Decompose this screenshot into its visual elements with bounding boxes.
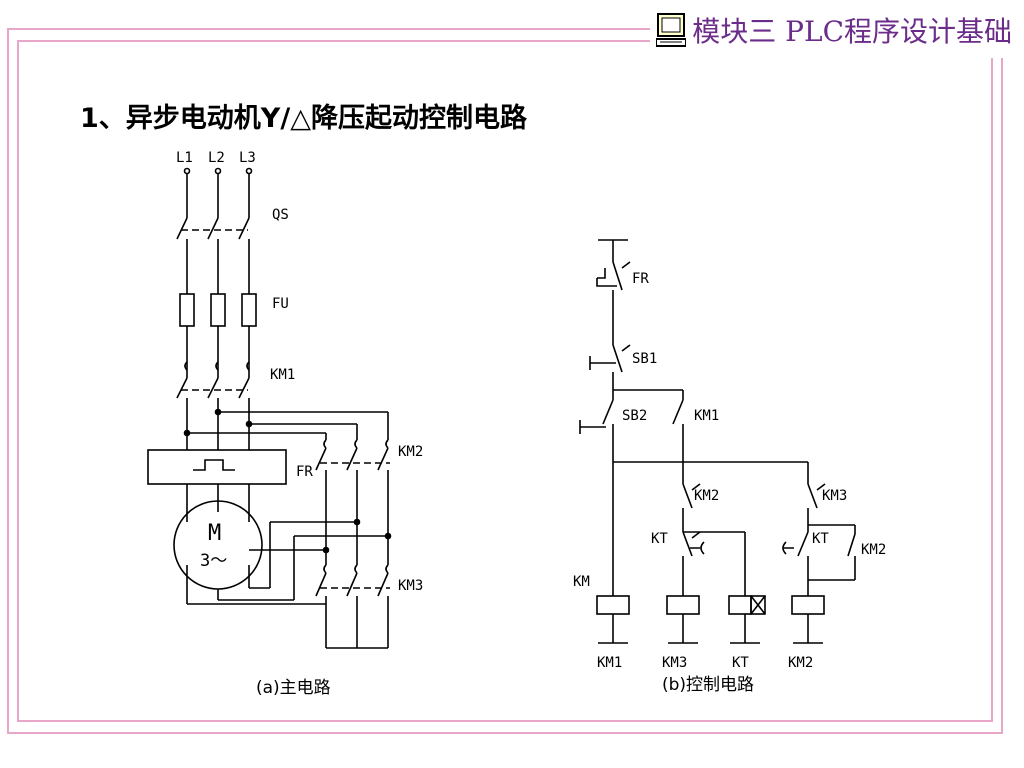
km2-hold-label: KM2	[861, 542, 886, 558]
kt-label-1: KT	[651, 531, 668, 547]
motor-phase: 3～	[200, 551, 227, 571]
coil-label-kt: KT	[732, 655, 749, 671]
main-circuit-caption: (a)主电路	[256, 678, 331, 698]
slide-outer-border	[7, 28, 1003, 734]
module-header: 模块三 PLC程序设计基础	[650, 2, 1012, 58]
motor-letter: M	[208, 521, 221, 546]
sb1-label: SB1	[632, 351, 657, 367]
ctrl-fr-label: FR	[632, 271, 649, 287]
slide-inner-border	[17, 40, 993, 722]
fu-label: FU	[272, 296, 289, 312]
kt-label-2: KT	[812, 531, 829, 547]
module-title: 模块三 PLC程序设计基础	[692, 15, 1012, 48]
km-left-label: KM	[573, 574, 590, 590]
phase-label-l1: L1	[176, 150, 193, 166]
phase-label-l2: L2	[208, 150, 225, 166]
slide-title: 1、异步电动机Y/△降压起动控制电路	[80, 103, 527, 134]
km1-contact-label: KM1	[694, 408, 719, 424]
km3-contact-label: KM3	[822, 488, 847, 504]
km2-contact-label: KM2	[694, 488, 719, 504]
phase-label-l3: L3	[239, 150, 256, 166]
main-circuit	[147, 167, 392, 649]
km2-label: KM2	[398, 444, 423, 460]
km3-label: KM3	[398, 578, 423, 594]
fr-label: FR	[296, 464, 313, 480]
coil-label-km1: KM1	[597, 655, 622, 671]
km1-label: KM1	[270, 367, 295, 383]
sb2-label: SB2	[622, 408, 647, 424]
qs-label: QS	[272, 207, 289, 223]
coil-label-km2: KM2	[788, 655, 813, 671]
coil-label-km3: KM3	[662, 655, 687, 671]
control-circuit	[579, 239, 856, 644]
control-circuit-caption: (b)控制电路	[662, 675, 754, 695]
